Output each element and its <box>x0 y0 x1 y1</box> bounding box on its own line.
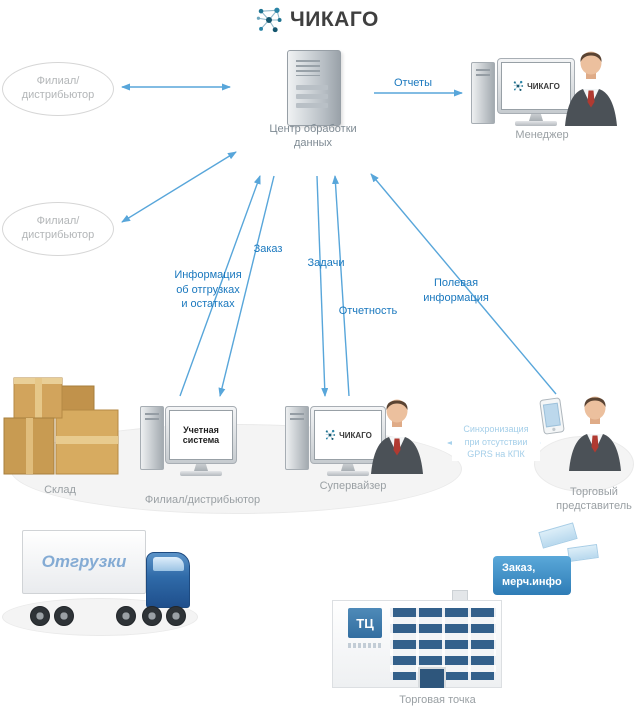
reporting-arrow-label: Отчетность <box>338 305 398 317</box>
chicago-logo: ЧИКАГО <box>254 5 379 35</box>
warehouse-boxes-icon <box>3 377 119 475</box>
pda-phone-icon <box>539 397 565 435</box>
shipments-info-arrow-label: Информация об отгрузках и остатках <box>174 269 242 311</box>
store-building-icon: ТЦ <box>332 586 502 688</box>
branch-distributor-oval-top: Филиал/ дистрибьютор <box>2 62 114 116</box>
datacenter-server-icon <box>287 50 341 126</box>
paper-icon <box>538 522 578 549</box>
molecule-icon <box>513 80 524 91</box>
supervisor-monitor-icon: ЧИКАГО <box>310 406 386 476</box>
arrow-tasks <box>316 175 329 397</box>
truck-trailer: Отгрузки <box>22 530 146 594</box>
manager-person-icon <box>565 51 617 126</box>
datacenter-label: Центр обработки данных <box>269 123 357 150</box>
order-merch-badge: Заказ, мерч.инфо <box>493 556 571 595</box>
supervisor-screen-logo: ЧИКАГО <box>324 429 372 441</box>
supervisor-person-icon <box>371 399 423 474</box>
store-entrance <box>418 667 446 688</box>
logo-title: ЧИКАГО <box>290 8 379 31</box>
truck-icon: Отгрузки <box>0 516 192 634</box>
supervisor-pc-tower-icon <box>285 406 309 470</box>
accounting-screen-text: Учетная система <box>182 424 220 445</box>
manager-screen-logo: ЧИКАГО <box>512 80 560 92</box>
manager-pc-tower-icon <box>471 62 495 124</box>
truck-cab <box>146 552 190 608</box>
store-sign: ТЦ <box>348 608 382 638</box>
field-info-arrow-label: Полевая информация <box>423 277 489 304</box>
molecule-icon <box>325 429 336 440</box>
arrow-branchmid-datacenter <box>121 151 237 223</box>
accounting-label: Филиал/дистрибьютор <box>144 494 261 506</box>
sales-rep-person-icon <box>569 396 621 471</box>
supervisor-label: Супервайзер <box>319 480 387 492</box>
accounting-pc-tower-icon <box>140 406 164 470</box>
truck-trailer-text: Отгрузки <box>41 552 127 571</box>
tasks-arrow-label: Задачи <box>307 257 345 269</box>
manager-label: Менеджер <box>515 129 569 141</box>
order-arrow-label: Заказ <box>253 243 283 255</box>
manager-monitor-icon: ЧИКАГО <box>497 58 575 126</box>
reports-arrow-label: Отчеты <box>393 77 433 89</box>
sales-rep-label: Торговый представитель <box>556 486 632 513</box>
sync-arrow-label: Синхронизация при отсутствии GPRS на КПК <box>452 423 540 461</box>
warehouse-label: Склад <box>44 484 76 496</box>
arrow-reporting <box>332 175 350 397</box>
molecule-icon <box>256 7 282 33</box>
supervisor-screen-logo-text: ЧИКАГО <box>339 430 372 440</box>
accounting-monitor-icon: Учетная система <box>165 406 237 476</box>
paper-icon <box>567 543 599 563</box>
branch-distributor-oval-mid: Филиал/ дистрибьютор <box>2 202 114 256</box>
manager-screen-logo-text: ЧИКАГО <box>527 81 560 91</box>
store-label: Торговая точка <box>399 694 476 706</box>
